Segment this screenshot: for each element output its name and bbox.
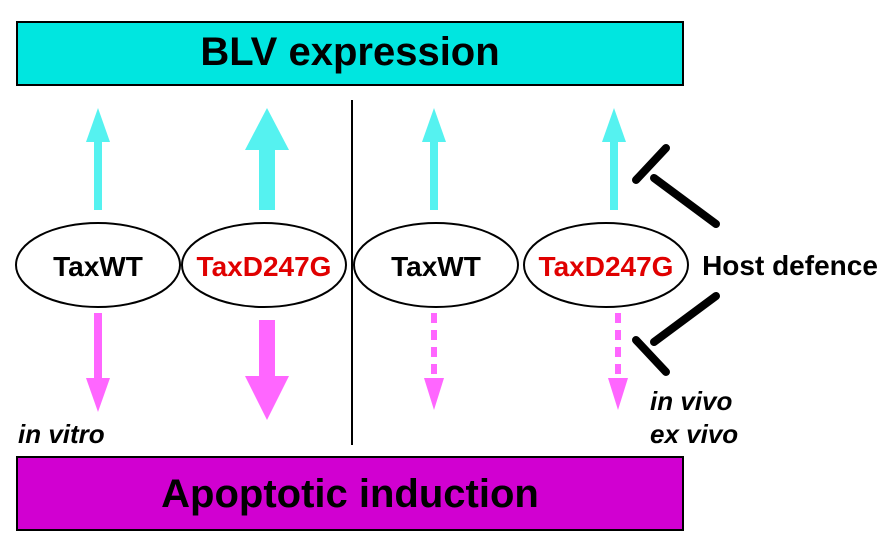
down-arrow-right-taxwt-dashed — [424, 313, 444, 410]
node-right-taxd247g: TaxD247G — [523, 222, 689, 308]
up-arrow-left-taxwt — [86, 108, 110, 210]
blv-expression-rect — [16, 21, 684, 86]
apoptotic-induction-box: Apoptotic induction — [16, 456, 684, 531]
blv-expression-box: BLV expression — [16, 21, 684, 86]
down-arrow-right-taxd247g-dashed — [608, 313, 628, 410]
inhibit-lower — [632, 292, 720, 376]
blv-expression-label: BLV expression — [200, 30, 499, 74]
right-panel-nodes: TaxWT TaxD247G — [353, 222, 689, 308]
up-arrow-right-taxd247g — [602, 108, 626, 210]
condition-in-vivo: in vivo — [650, 386, 732, 416]
down-arrow-left-taxd247g — [245, 320, 289, 420]
condition-ex-vivo: ex vivo — [650, 419, 738, 449]
up-arrow-right-taxwt — [422, 108, 446, 210]
node-label: TaxD247G — [197, 251, 332, 282]
left-panel-nodes: TaxWT TaxD247G — [15, 222, 347, 308]
down-arrow-left-taxwt — [86, 313, 110, 412]
apoptotic-induction-label: Apoptotic induction — [161, 472, 539, 516]
host-defence-label: Host defence — [702, 250, 878, 281]
node-left-taxd247g: TaxD247G — [181, 222, 347, 308]
inhibit-upper — [632, 144, 720, 228]
node-right-taxwt: TaxWT — [353, 222, 519, 308]
node-label: TaxD247G — [539, 251, 674, 282]
node-label: TaxWT — [391, 251, 481, 282]
node-left-taxwt: TaxWT — [15, 222, 181, 308]
down-arrows — [86, 313, 628, 420]
apoptotic-induction-rect — [16, 456, 684, 531]
node-label: TaxWT — [53, 251, 143, 282]
up-arrow-left-taxd247g — [245, 108, 289, 210]
up-arrows — [86, 108, 626, 210]
condition-in-vitro: in vitro — [18, 419, 105, 449]
